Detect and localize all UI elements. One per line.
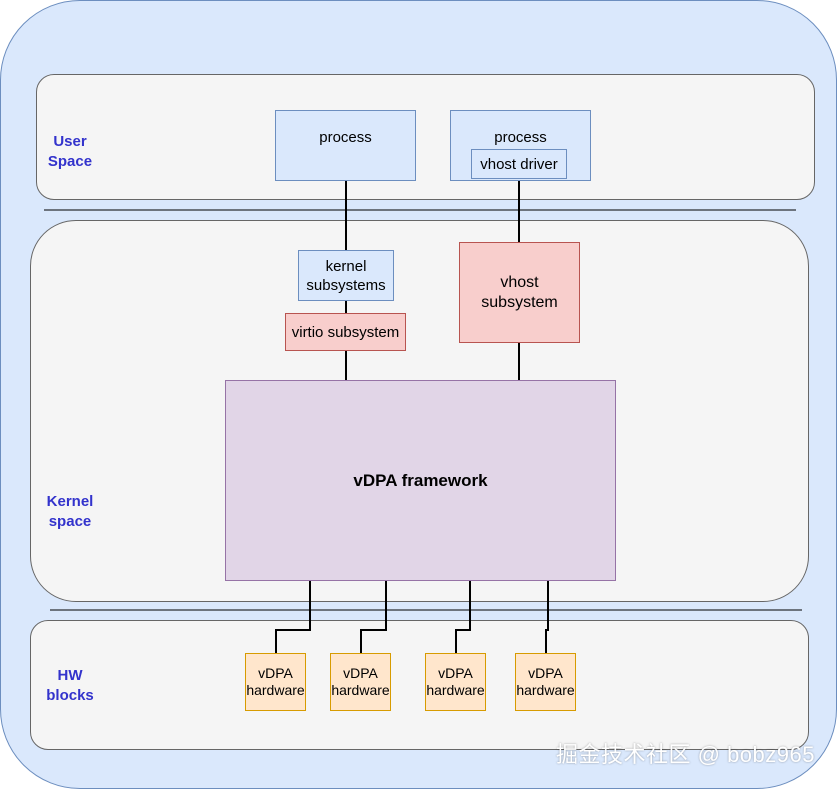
wire-vdpa-hw-1 (275, 580, 311, 653)
process-left-label: process (319, 129, 372, 146)
vdpa-hardware-box-3: vDPA hardware (425, 653, 486, 711)
kernel-subsystems-box: kernel subsystems (298, 250, 394, 301)
vhost-driver-label: vhost driver (480, 155, 558, 173)
hw-blocks-label: HW blocks (46, 667, 94, 704)
process-box-left: process (275, 110, 416, 181)
user-space-label: User Space (47, 133, 93, 170)
vdpa-framework-box: vDPA framework (225, 380, 616, 581)
vdpa-hardware-box-2: vDPA hardware (330, 653, 391, 711)
vdpa-hardware-label: vDPA hardware (331, 665, 390, 698)
kernel-subsystems-label: kernel subsystems (306, 257, 386, 294)
process-right-label: process (494, 129, 547, 146)
wire-vdpa-hw-2 (360, 580, 387, 653)
watermark-text: 掘金技术社区 @ bobz965 (556, 742, 815, 767)
vdpa-hardware-box-4: vDPA hardware (515, 653, 576, 711)
vdpa-hardware-label: vDPA hardware (426, 665, 485, 698)
vdpa-framework-label: vDPA framework (353, 470, 488, 490)
virtio-subsystem-box: virtio subsystem (285, 313, 406, 351)
hw-blocks-region (30, 620, 809, 750)
vdpa-hardware-box-1: vDPA hardware (245, 653, 306, 711)
vdpa-hardware-label: vDPA hardware (246, 665, 305, 698)
virtio-subsystem-label: virtio subsystem (291, 323, 400, 341)
user-space-region (36, 74, 815, 200)
kernel-space-label: Kernel space (46, 493, 94, 530)
wire-vdpa-hw-3 (455, 580, 471, 653)
vdpa-hardware-label: vDPA hardware (516, 665, 575, 698)
vhost-subsystem-box: vhost subsystem (459, 242, 580, 343)
wire-vdpa-hw-4 (545, 580, 549, 653)
vhost-driver-box: vhost driver (471, 149, 567, 179)
vhost-subsystem-label: vhost subsystem (481, 273, 558, 311)
